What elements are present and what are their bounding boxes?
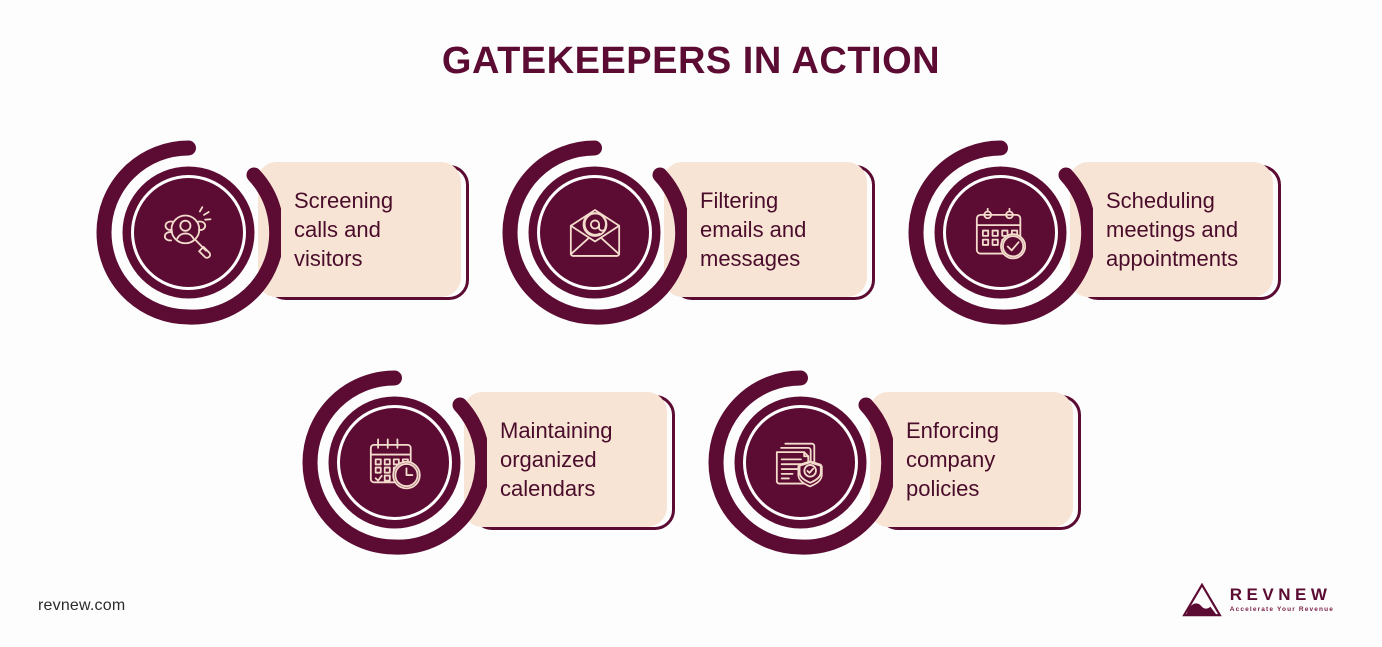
card-label: Enforcing company policies	[906, 416, 999, 503]
card-enforcing-company-policies[interactable]: Enforcing company policies	[708, 370, 1082, 555]
card-grid: Screening calls and visitors	[0, 140, 1382, 555]
panel: Screening calls and visitors	[258, 162, 461, 297]
email-at-icon	[502, 140, 687, 325]
circle-badge	[302, 370, 487, 555]
card-label-line: calendars	[500, 476, 596, 501]
people-search-icon	[96, 140, 281, 325]
card-label-line: emails and	[700, 217, 807, 242]
panel: Scheduling meetings and appointments	[1070, 162, 1273, 297]
circle-badge	[96, 140, 281, 325]
revnew-logo-name: REVNEW	[1229, 585, 1332, 605]
circle-badge	[908, 140, 1093, 325]
card-label-line: appointments	[1106, 246, 1239, 271]
card-label-line: Screening	[294, 188, 394, 213]
panel: Enforcing company policies	[870, 392, 1073, 527]
card-label-line: Enforcing	[906, 418, 999, 443]
card-maintaining-organized-calendars[interactable]: Maintaining organized calendars	[302, 370, 676, 555]
card-label-line: messages	[700, 246, 801, 271]
card-scheduling-meetings-and-appointments[interactable]: Scheduling meetings and appointments	[908, 140, 1282, 325]
card-label-line: Filtering	[700, 188, 779, 213]
card-row-1: Screening calls and visitors	[0, 140, 1382, 325]
revnew-logo[interactable]: REVNEW Accelerate Your Revenue	[1181, 583, 1334, 617]
footer-website-url[interactable]: revnew.com	[38, 597, 126, 614]
card-label-line: company	[906, 447, 996, 472]
card-label: Screening calls and visitors	[294, 186, 393, 273]
circle-badge	[502, 140, 687, 325]
calendar-clock-icon	[302, 370, 487, 555]
card-label: Filtering emails and messages	[700, 186, 806, 273]
card-label-line: meetings and	[1106, 217, 1239, 242]
card-screening-calls-and-visitors[interactable]: Screening calls and visitors	[96, 140, 470, 325]
card-label-line: calls and	[294, 217, 381, 242]
card-label-line: visitors	[294, 246, 363, 271]
card-label: Maintaining organized calendars	[500, 416, 613, 503]
calendar-check-icon	[908, 140, 1093, 325]
revnew-logo-text: REVNEW Accelerate Your Revenue	[1230, 586, 1334, 614]
card-row-2: Maintaining organized calendars	[0, 370, 1382, 555]
card-label: Scheduling meetings and appointments	[1106, 186, 1238, 273]
card-label-line: organized	[500, 447, 597, 472]
page-title: GATEKEEPERS IN ACTION	[441, 40, 941, 82]
panel: Filtering emails and messages	[664, 162, 867, 297]
panel: Maintaining organized calendars	[464, 392, 667, 527]
documents-shield-icon	[708, 370, 893, 555]
card-label-line: Scheduling	[1106, 188, 1215, 213]
circle-badge	[708, 370, 893, 555]
revnew-logo-tagline: Accelerate Your Revenue	[1229, 606, 1334, 614]
card-label-line: policies	[906, 476, 980, 501]
card-filtering-emails-and-messages[interactable]: Filtering emails and messages	[502, 140, 876, 325]
card-label-line: Maintaining	[500, 418, 613, 443]
revnew-logo-mark	[1181, 583, 1222, 617]
